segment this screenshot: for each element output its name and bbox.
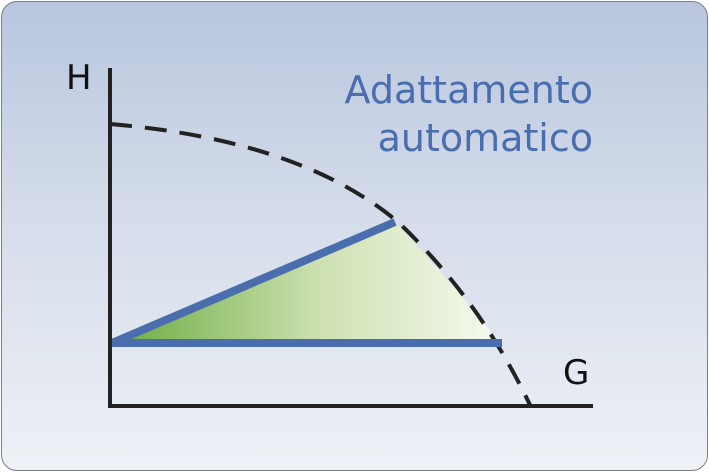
max-pump-curve (109, 122, 532, 406)
x-axis-label: G (563, 353, 590, 393)
control-region-fill (112, 222, 500, 343)
headline-line-1: Adattamento (344, 68, 593, 112)
proportional-pressure-line (110, 218, 397, 347)
headline-line-2: automatico (377, 116, 593, 160)
y-axis-label: H (66, 58, 92, 98)
diagram-headline: Adattamento automatico (345, 66, 593, 162)
